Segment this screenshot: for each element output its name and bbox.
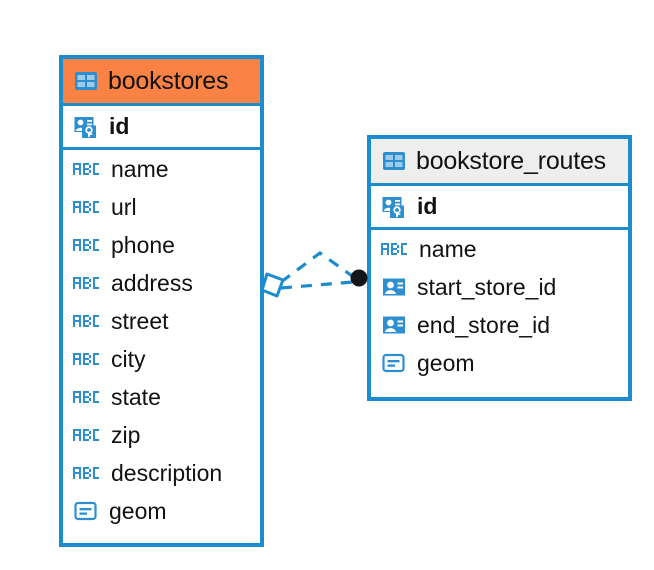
entity-header-bookstores[interactable]: bookstores <box>63 59 260 106</box>
field-row[interactable]: start_store_id <box>371 268 628 306</box>
table-icon <box>381 148 407 174</box>
field-row[interactable]: street <box>63 302 260 340</box>
field-row[interactable]: id <box>63 106 260 150</box>
field-label: geom <box>109 497 167 524</box>
entity-title: bookstore_routes <box>416 146 606 175</box>
field-label: street <box>111 307 169 334</box>
field-label: url <box>111 193 137 220</box>
abc-text-icon <box>73 161 101 177</box>
table-icon <box>73 68 99 94</box>
entity-header-bookstore-routes[interactable]: bookstore_routes <box>371 139 628 186</box>
foreign-key-icon <box>381 274 407 300</box>
field-label: id <box>417 193 438 219</box>
field-row[interactable]: geom <box>371 344 628 382</box>
abc-text-icon <box>73 199 101 215</box>
field-label: phone <box>111 231 175 258</box>
abc-text-icon <box>73 465 101 481</box>
geometry-icon <box>381 350 407 376</box>
relationship-line-upper <box>280 251 356 284</box>
field-row[interactable]: end_store_id <box>371 306 628 344</box>
field-label: description <box>111 459 223 486</box>
abc-text-icon <box>73 427 101 443</box>
abc-text-icon <box>381 241 409 257</box>
filled-circle-marker[interactable] <box>350 269 368 287</box>
abc-text-icon <box>73 389 101 405</box>
geometry-icon <box>73 498 99 524</box>
entity-title: bookstores <box>108 66 229 95</box>
field-label: geom <box>417 349 475 376</box>
entity-table-bookstore-routes[interactable]: bookstore_routes id <box>367 135 632 401</box>
field-row[interactable]: id <box>371 186 628 230</box>
field-label: state <box>111 383 161 410</box>
field-row[interactable]: zip <box>63 416 260 454</box>
field-row[interactable]: description <box>63 454 260 492</box>
field-label: end_store_id <box>417 311 550 338</box>
diamond-marker[interactable] <box>260 272 285 298</box>
field-label: city <box>111 345 146 372</box>
abc-text-icon <box>73 351 101 367</box>
abc-text-icon <box>73 313 101 329</box>
field-row[interactable]: name <box>371 230 628 268</box>
field-label: zip <box>111 421 141 448</box>
primary-key-icon <box>73 114 99 140</box>
field-row[interactable]: address <box>63 264 260 302</box>
field-label: start_store_id <box>417 273 557 300</box>
field-row[interactable]: city <box>63 340 260 378</box>
abc-text-icon <box>73 275 101 291</box>
field-row[interactable]: url <box>63 188 260 226</box>
field-label: name <box>111 155 169 182</box>
relationship-line-lower <box>280 280 354 290</box>
primary-key-icon <box>381 194 407 220</box>
field-label: name <box>419 235 477 262</box>
entity-table-bookstores[interactable]: bookstores id <box>59 55 264 547</box>
abc-text-icon <box>73 237 101 253</box>
foreign-key-icon <box>381 312 407 338</box>
field-row[interactable]: name <box>63 150 260 188</box>
field-row[interactable]: phone <box>63 226 260 264</box>
field-label: id <box>109 113 130 139</box>
field-row[interactable]: geom <box>63 492 260 530</box>
field-row[interactable]: state <box>63 378 260 416</box>
field-label: address <box>111 269 193 296</box>
